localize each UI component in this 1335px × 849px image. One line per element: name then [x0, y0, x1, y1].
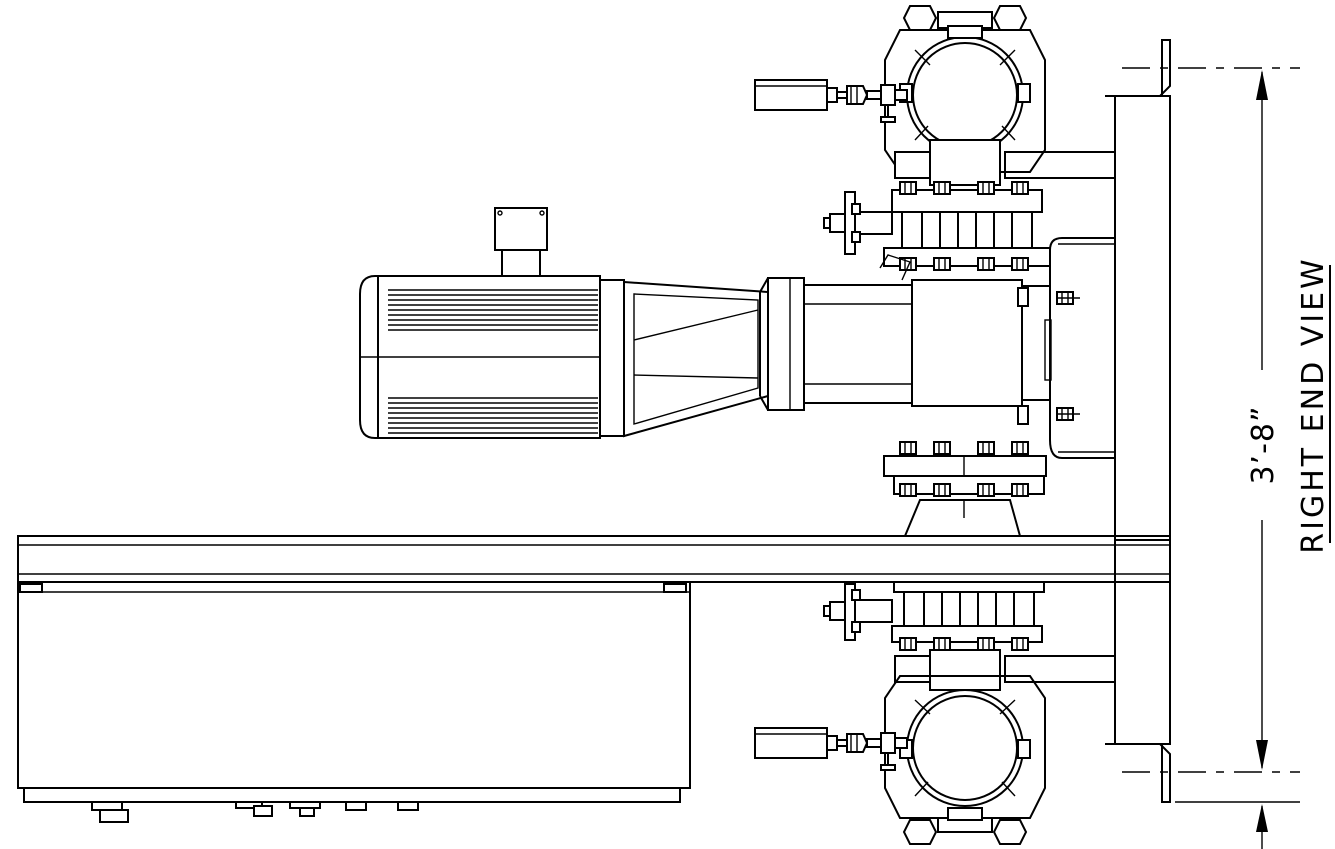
control-box: [17, 581, 691, 823]
upper-flange: [883, 181, 1051, 271]
motor-fins-bottom: [388, 397, 598, 434]
view-title-group: RIGHT END VIEW: [1296, 256, 1331, 554]
main-beam: [17, 535, 1171, 583]
upper-side-valve: [823, 191, 893, 255]
coupling-guard: [759, 254, 913, 411]
frame-channel: [1105, 39, 1171, 803]
view-title: RIGHT END VIEW: [1296, 256, 1331, 553]
lower-flange: [891, 581, 1045, 651]
motor: [359, 207, 769, 439]
lower-side-valve: [823, 583, 893, 641]
lower-pump-head: [884, 649, 1046, 845]
upper-pump-head: [884, 5, 1046, 186]
support-arms: [1004, 151, 1116, 683]
dimension-lines: [1122, 67, 1300, 849]
motor-fins-top: [388, 289, 598, 331]
gearbox: [911, 237, 1115, 459]
dimension-label: 3’-8”: [1246, 405, 1281, 484]
lower-center-flange: [883, 441, 1047, 537]
